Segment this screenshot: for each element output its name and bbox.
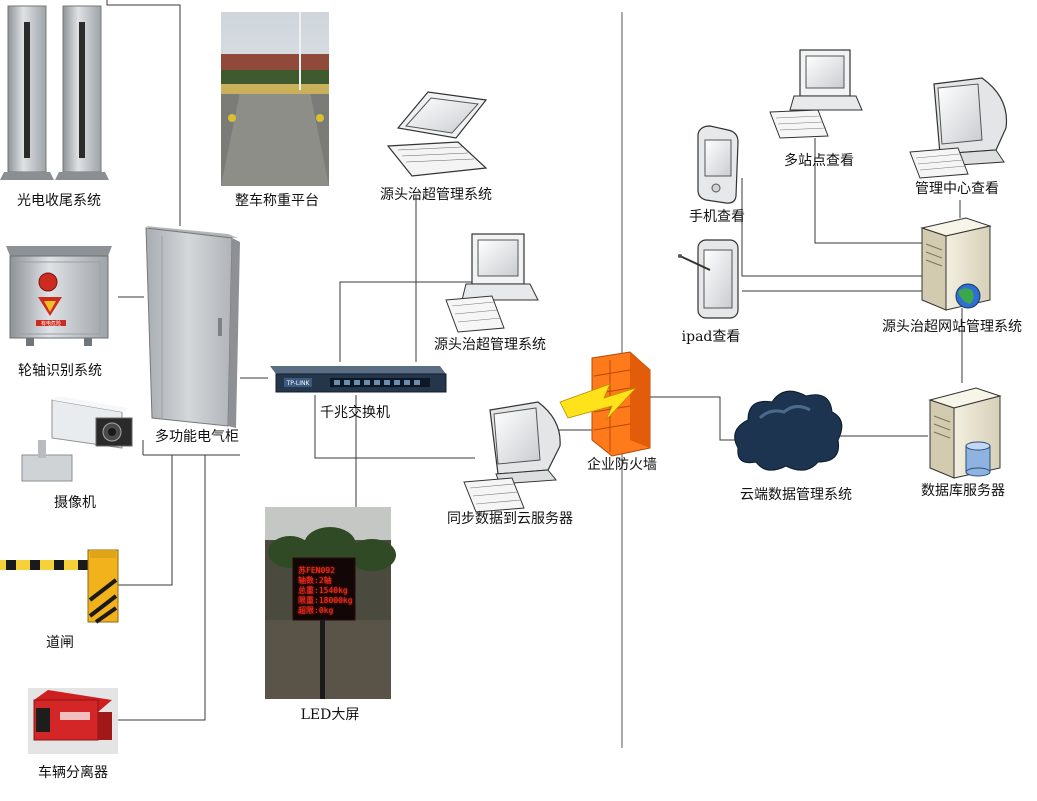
link-firewall-cloud xyxy=(650,396,740,441)
desktop-computer-icon xyxy=(445,233,539,333)
link-mobile xyxy=(741,178,922,277)
photo-sensor-pillars xyxy=(0,5,109,180)
axle-box: 有电危险 xyxy=(6,246,112,346)
label-laptop-mgmt: 源头治超管理系统 xyxy=(380,187,492,203)
connection-lines xyxy=(106,0,963,748)
led-screen-photo xyxy=(265,507,396,699)
link-barrier xyxy=(118,455,173,586)
electric-cabinet xyxy=(145,226,240,428)
label-separator: 车辆分离器 xyxy=(38,765,108,781)
label-cloud: 云端数据管理系统 xyxy=(740,487,852,503)
lightning-icon xyxy=(559,383,638,421)
link-photo-sensor xyxy=(106,0,181,226)
led-line-2: 轴数:2轴 xyxy=(298,576,332,585)
cloud-icon xyxy=(734,390,843,471)
led-line-1: 苏FEN092 xyxy=(298,566,335,575)
label-db-server: 数据库服务器 xyxy=(921,483,1005,499)
ipad-icon xyxy=(678,239,739,319)
barrier-gate xyxy=(0,549,119,624)
vehicle-separator xyxy=(28,688,118,754)
mgmt-center-computer-icon xyxy=(909,77,1008,179)
link-switch-down xyxy=(314,395,475,459)
weighbridge-photo xyxy=(221,12,329,186)
gigabit-switch: TP-LINK xyxy=(270,366,447,393)
sync-computer-icon xyxy=(463,401,561,513)
database-server-icon xyxy=(928,387,1002,479)
link-desktop xyxy=(339,281,480,362)
label-firewall: 企业防火墙 xyxy=(587,457,657,473)
danger-sign-text: 有电危险 xyxy=(41,320,61,327)
link-separator xyxy=(118,455,206,721)
label-desktop-mgmt: 源头治超管理系统 xyxy=(434,337,546,353)
label-web-mgmt: 源头治超网站管理系统 xyxy=(882,319,1022,335)
database-cylinder-icon xyxy=(965,441,991,477)
switch-brand-label: TP-LINK xyxy=(286,380,311,387)
label-led: LED大屏 xyxy=(300,707,360,723)
led-line-4: 限重:18000kg xyxy=(298,596,353,605)
label-mgmt-center: 管理中心查看 xyxy=(915,181,999,197)
link-multisite xyxy=(814,138,922,244)
web-server-icon xyxy=(920,217,992,311)
label-cabinet: 多功能电气柜 xyxy=(155,429,239,445)
label-ipad: ipad查看 xyxy=(681,329,741,345)
multi-site-computer-icon xyxy=(769,49,863,139)
laptop-icon xyxy=(386,91,488,177)
label-weighbridge: 整车称重平台 xyxy=(235,193,319,209)
led-line-3: 总重:1540kg xyxy=(298,586,348,595)
label-camera: 摄像机 xyxy=(54,495,96,511)
led-line-5: 超限:0kg xyxy=(298,606,334,615)
mobile-phone-icon xyxy=(697,125,739,204)
firewall-icon xyxy=(559,351,651,457)
label-sync: 同步数据到云服务器 xyxy=(447,511,573,527)
label-barrier: 道闸 xyxy=(46,635,74,651)
camera-device xyxy=(21,396,133,482)
label-multi-site: 多站点查看 xyxy=(784,153,854,169)
label-photo-sensor: 光电收尾系统 xyxy=(17,193,101,209)
label-mobile: 手机查看 xyxy=(689,209,745,225)
label-axle: 轮轴识别系统 xyxy=(18,363,102,379)
label-switch: 千兆交换机 xyxy=(320,405,390,421)
